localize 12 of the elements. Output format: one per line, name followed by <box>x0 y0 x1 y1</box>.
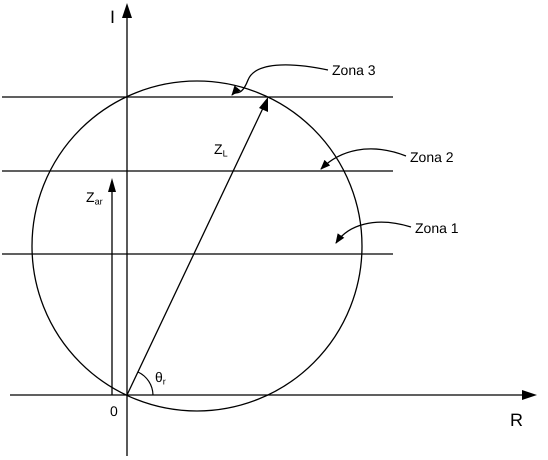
zone-label: Zona 1 <box>415 221 459 235</box>
zone-label: Zona 3 <box>332 63 376 77</box>
axis-label: 0 <box>110 404 118 418</box>
axis-label: I <box>110 8 116 26</box>
axis-label: Z$_{ar}$ <box>86 190 103 206</box>
axis-label: θ$_{r}$ <box>155 370 166 386</box>
leader-line <box>320 148 406 170</box>
zone-label: Zona 2 <box>410 150 454 164</box>
leader-line <box>335 222 412 244</box>
axis-label: R <box>510 411 523 429</box>
axis-label: Z$_{L}$ <box>214 142 228 158</box>
leader-line <box>231 64 328 96</box>
